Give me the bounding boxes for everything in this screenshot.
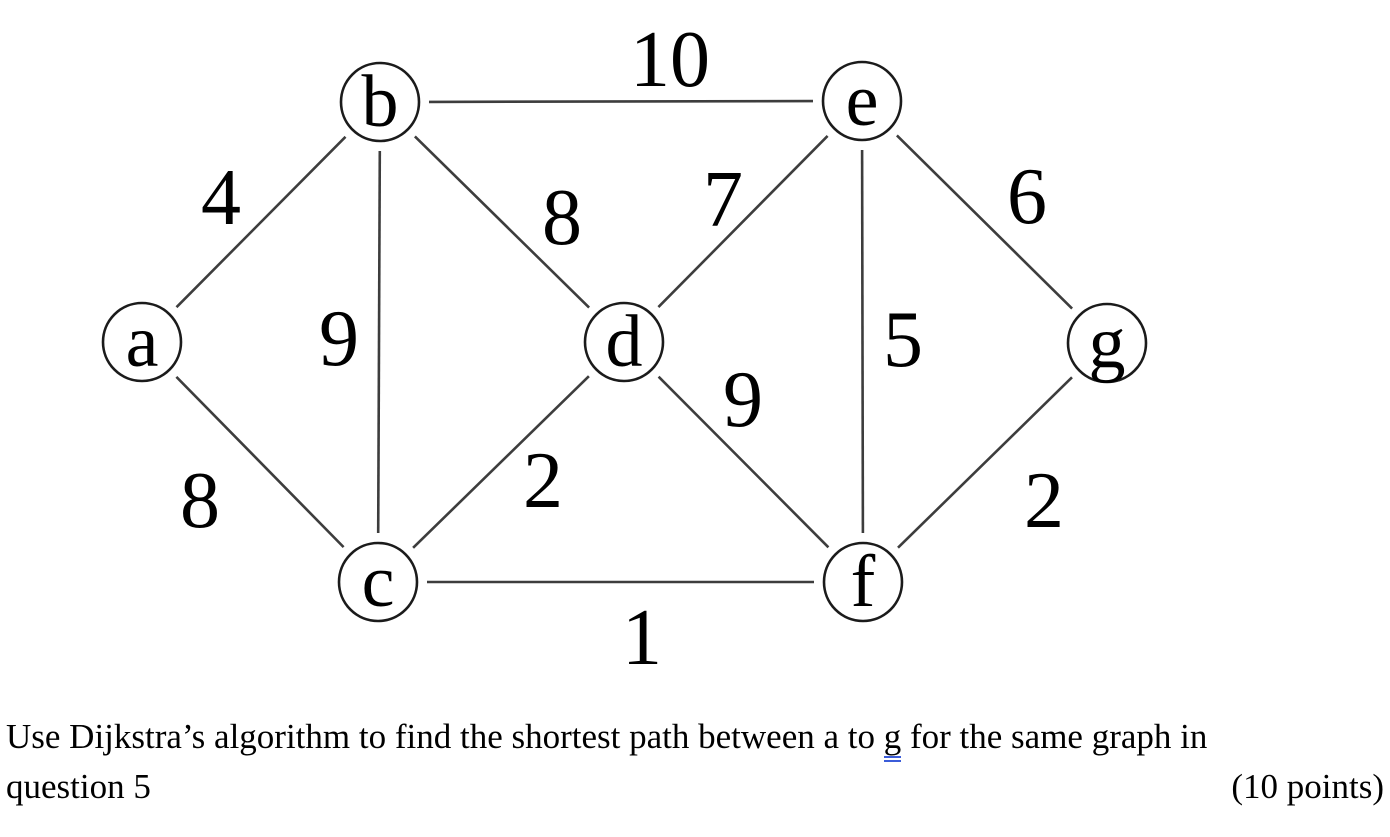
node-label-c: c	[362, 541, 395, 623]
node-label-g: g	[1089, 302, 1126, 384]
question-line-2-left: question 5	[6, 766, 151, 806]
edge-weight-e-g: 6	[1007, 153, 1047, 241]
edge-weight-c-d: 2	[523, 437, 563, 525]
node-label-e: e	[846, 60, 879, 142]
edge-weight-f-g: 2	[1024, 457, 1064, 545]
points-label: (10 points)	[1231, 766, 1384, 806]
edge-b-c	[376, 150, 382, 534]
edge-e-f	[860, 149, 865, 534]
question-line-1: Use Dijkstra’s algorithm to find the sho…	[6, 712, 1384, 762]
edge-b-e	[428, 99, 814, 104]
question-text-before-g: Use Dijkstra’s algorithm to find the sho…	[6, 717, 884, 756]
question-text-block: Use Dijkstra’s algorithm to find the sho…	[0, 712, 1390, 811]
edge-weight-b-c: 9	[319, 295, 359, 383]
question-text-after-g: for the same graph in	[901, 717, 1208, 756]
node-e	[821, 60, 903, 142]
node-label-f: f	[851, 541, 876, 623]
edge-weight-e-f: 5	[883, 296, 923, 384]
edge-weight-c-f: 1	[622, 594, 662, 682]
node-label-d: d	[606, 301, 643, 383]
edge-e-g	[895, 134, 1074, 310]
grammar-flagged-word-g: g	[883, 717, 902, 762]
question-line-2: question 5 (10 points)	[6, 762, 1384, 812]
edge-c-d	[412, 375, 590, 549]
node-a	[101, 301, 183, 383]
edge-f-g	[897, 376, 1073, 549]
node-c	[337, 541, 419, 623]
node-b	[339, 61, 421, 143]
node-label-a: a	[126, 301, 159, 383]
node-f	[822, 541, 904, 623]
edge-weight-b-e: 10	[630, 16, 710, 104]
node-label-b: b	[362, 61, 399, 143]
edge-weight-a-b: 4	[201, 154, 241, 242]
edge-weight-b-d: 8	[542, 174, 582, 262]
edge-b-d	[413, 135, 591, 309]
edge-a-b	[175, 135, 347, 309]
node-g	[1066, 302, 1148, 384]
edge-weight-a-c: 8	[180, 457, 220, 545]
edge-d-e	[657, 134, 829, 309]
node-d	[583, 301, 665, 383]
edge-d-f	[657, 375, 830, 549]
edge-weight-d-f: 9	[723, 356, 763, 444]
edge-weight-d-e: 7	[703, 156, 743, 244]
edge-a-c	[175, 375, 345, 549]
